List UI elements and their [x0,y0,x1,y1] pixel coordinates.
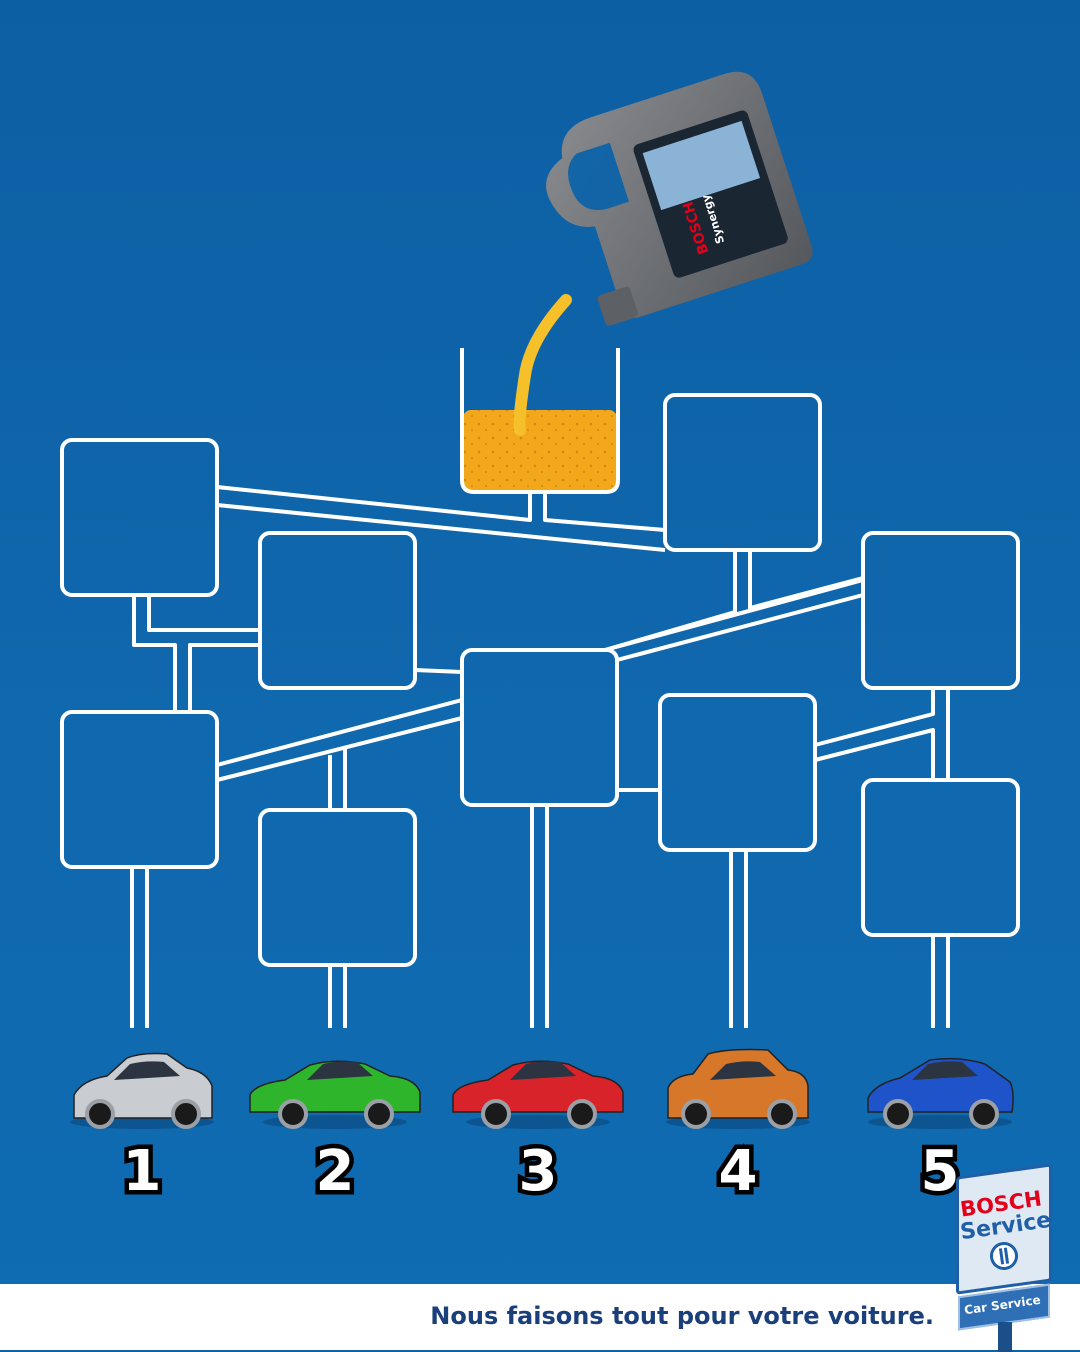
sign-post [998,1322,1012,1352]
cars-row: 1 2 3 4 5 [70,1048,1014,1209]
car-wheel [681,1099,711,1129]
footer-tagline: Nous faisons tout pour votre voiture. [430,1302,934,1330]
maze-pipe [604,578,864,792]
car-3 [452,1060,624,1129]
maze-pipe-car-5 [931,935,950,1028]
car-2 [249,1060,421,1129]
maze-box [861,531,1020,690]
car-wheel [364,1099,394,1129]
car-wheel [567,1099,597,1129]
maze-pipe [414,668,463,674]
maze-box [658,693,817,852]
car-number-3: 3 [519,1139,558,1204]
maze-box [663,393,822,552]
maze-pipe [604,550,864,652]
maze-pipe-car-3 [530,805,549,1028]
maze-box [861,778,1020,937]
car-window [510,1061,576,1080]
car-number-2: 2 [316,1139,355,1204]
maze-box [60,438,219,597]
maze-pipe-car-4 [729,850,748,1028]
maze-pipe-car-1 [130,867,149,1028]
car-number-4: 4 [719,1139,758,1204]
oil-beaker [460,348,620,494]
car-window [307,1061,373,1080]
maze-pipe [814,688,950,780]
maze-pipe-car-2 [328,965,347,1028]
car-window [114,1061,180,1080]
footer-bar [0,1284,1080,1350]
maze-box [60,710,219,869]
car-number-5: 5 [921,1139,960,1204]
maze-pipe [132,595,260,712]
car-wheel [969,1099,999,1129]
car-body [867,1057,1014,1113]
car-wheel [883,1099,913,1129]
oil-can-icon: BOSCH Synergy [546,71,813,326]
maze-box [258,808,417,967]
car-wheel [171,1099,201,1129]
car-wheel [278,1099,308,1129]
car-window [710,1061,776,1080]
car-wheel [481,1099,511,1129]
maze-pipe [216,485,666,552]
maze-box [258,531,417,690]
bosch-service-sign: BOSCH Service Car Service [956,1163,1056,1352]
maze-pipe [328,748,347,810]
car-1 [70,1052,214,1129]
car-wheel [767,1099,797,1129]
car-number-1: 1 [123,1139,162,1204]
car-window [912,1061,978,1080]
maze-box [460,648,619,807]
car-5 [867,1057,1014,1129]
car-wheel [85,1099,115,1129]
maze-pipe [216,698,463,782]
car-4 [666,1048,810,1129]
oil-stream [513,294,572,436]
